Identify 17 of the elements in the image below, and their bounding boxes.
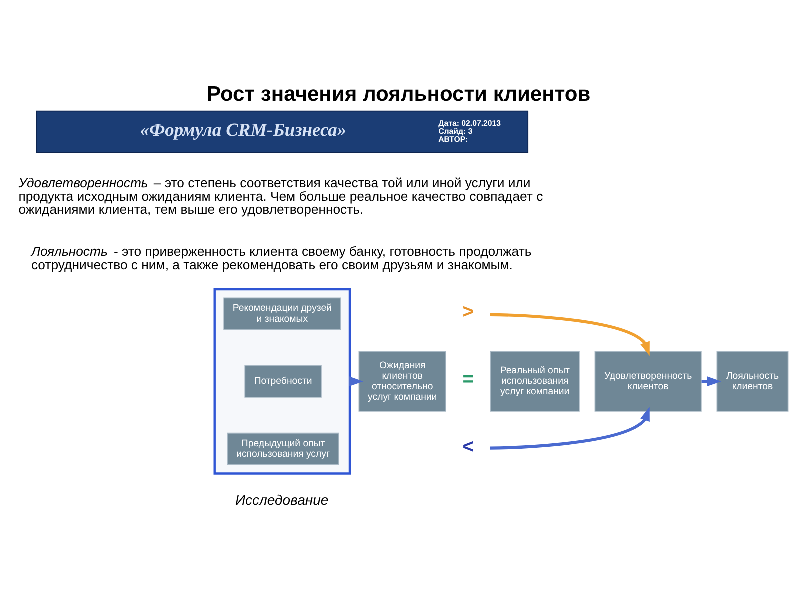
node-box: Рекомендации друзей и знакомых [224,298,342,330]
label: < [462,437,474,458]
label: Лояльность - это приверженность клиента своему банку, готовность продолжать сотрудничество с ним, а также рекомендовать его своим друзьям и знакомым. [31,244,532,272]
node-box: Реальный опыт использования услуг компании [490,351,580,412]
label: = [462,370,474,391]
node-box: Лояльность клиентов [716,351,789,412]
arrow [490,407,650,450]
arrow [490,313,650,356]
node-box: Удовлетворенность клиентов [594,351,702,412]
label: Удовлетворенность – это степень соответствия качества той или иной услуги или продукта исходным ожиданиям клиента. Чем больше реальное качество совпадает с ожиданиями клиента, тем выше его удовлетворенность. [18,176,544,218]
label: > [462,302,474,324]
node-box: Ожидания клиентов относительно услуг компании [358,351,446,412]
node-box: Предыдущий опыт использования услуг [227,432,340,466]
node-box: Потребности [244,365,322,398]
node-box: «Формула CRM-Бизнеса» Дата: 02.07.2013 Слайд: 3 АВТОР: [36,110,529,154]
label: Исследование [235,492,329,508]
diagram-title: Рост значения лояльности клиентов [206,82,591,106]
